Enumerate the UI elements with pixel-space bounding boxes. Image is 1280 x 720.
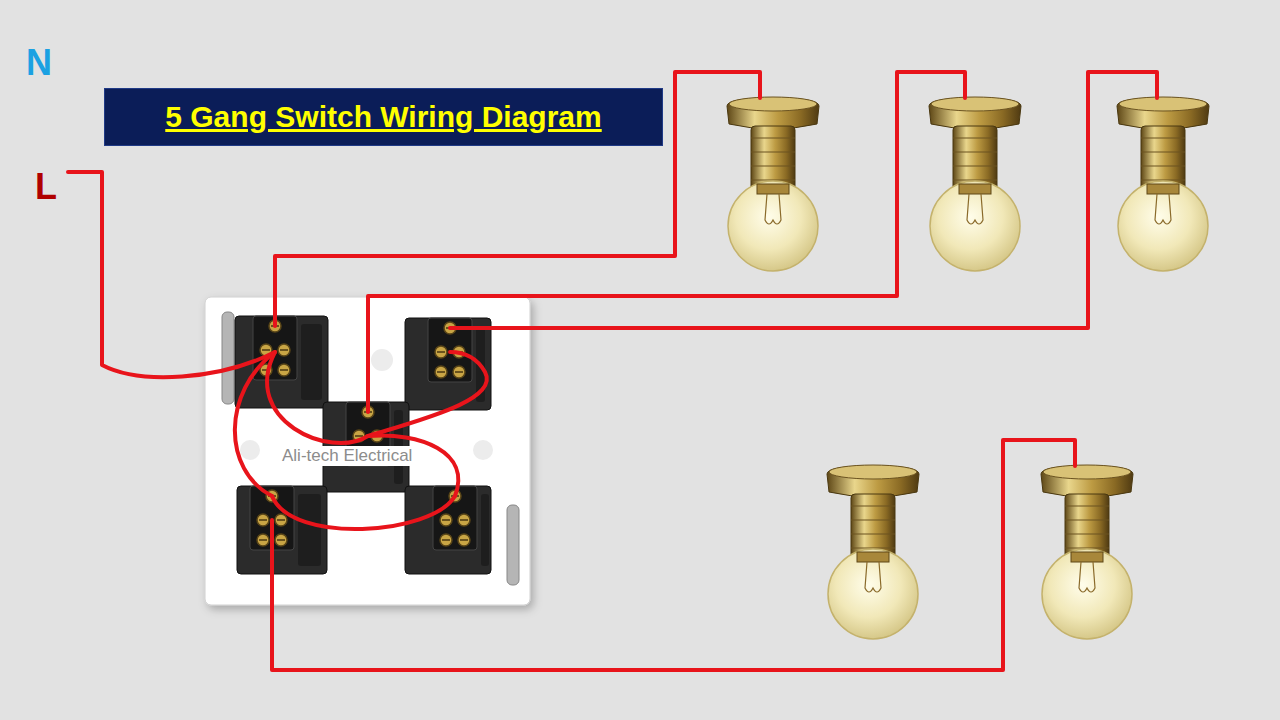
- screw-slot: [259, 519, 267, 521]
- switch-rocker: [481, 494, 489, 566]
- terminal-screw: [257, 534, 269, 546]
- terminal-screw: [278, 344, 290, 356]
- switch-body: [405, 486, 491, 574]
- lamp: [727, 97, 819, 271]
- glass-globe: [828, 549, 918, 639]
- holder-ring: [953, 152, 997, 153]
- neutral-label: N: [24, 42, 54, 84]
- plate-hole: [240, 440, 260, 460]
- terminal-screw: [275, 514, 287, 526]
- screw-slot: [355, 435, 363, 437]
- screw-slot: [280, 369, 288, 371]
- screw-slot: [437, 351, 445, 353]
- lamp-cap: [1071, 552, 1103, 562]
- holder-ring: [751, 166, 795, 167]
- terminal-screw: [453, 366, 465, 378]
- holder-ring: [953, 138, 997, 139]
- holder-ring: [1141, 138, 1185, 139]
- holder-rim: [1043, 465, 1131, 479]
- lamp-holder-base: [1041, 466, 1133, 497]
- filament: [865, 562, 881, 592]
- holder-ring: [1065, 534, 1109, 535]
- glass-globe: [728, 181, 818, 271]
- terminal-screw: [435, 346, 447, 358]
- filament: [967, 194, 983, 224]
- loop-wire: [267, 352, 368, 443]
- holder-ring: [851, 520, 895, 521]
- glass-globe: [1042, 549, 1132, 639]
- lamp-cap: [1147, 184, 1179, 194]
- load-wire: [272, 440, 1075, 670]
- screw-slot: [460, 539, 468, 541]
- glass-globe: [930, 181, 1020, 271]
- filament: [765, 194, 781, 224]
- switch-module: [405, 486, 491, 574]
- holder-ring: [851, 534, 895, 535]
- lamp-cap: [757, 184, 789, 194]
- lamp: [1117, 97, 1209, 271]
- terminal-screw: [435, 366, 447, 378]
- lamp-holder-base: [827, 466, 919, 497]
- terminal-screw: [440, 534, 452, 546]
- diagram-title: 5 Gang Switch Wiring Diagram: [165, 100, 601, 134]
- wires: [68, 72, 1157, 670]
- screw-slot: [259, 539, 267, 541]
- holder-rim: [729, 97, 817, 111]
- switch-module: [237, 486, 327, 574]
- lamp-holder-base: [929, 98, 1021, 129]
- live-wire: [68, 172, 275, 377]
- watermark: Ali-tech Electrical: [280, 446, 414, 466]
- screw-slot: [280, 349, 288, 351]
- holder-ring: [953, 166, 997, 167]
- holder-rim: [829, 465, 917, 479]
- holder-ring: [751, 138, 795, 139]
- lamp-cap: [959, 184, 991, 194]
- plate-hole: [473, 440, 493, 460]
- holder-ring: [1065, 520, 1109, 521]
- terminal-screw: [278, 364, 290, 376]
- terminal-screw: [257, 514, 269, 526]
- switch-body: [237, 486, 327, 574]
- loop-wire: [368, 352, 487, 436]
- screw-slot: [437, 371, 445, 373]
- plate-screw: [507, 505, 519, 585]
- holder-ring: [1065, 506, 1109, 507]
- lamp-holder-base: [727, 98, 819, 129]
- title-banner: 5 Gang Switch Wiring Diagram: [104, 88, 663, 146]
- screw-slot: [262, 349, 270, 351]
- holder-ring: [851, 506, 895, 507]
- switch-rocker: [301, 324, 322, 400]
- holder-ring: [751, 152, 795, 153]
- filament: [1155, 194, 1171, 224]
- screw-slot: [277, 539, 285, 541]
- terminal-screw: [440, 514, 452, 526]
- filament: [1079, 562, 1095, 592]
- plate-hole: [371, 349, 393, 371]
- screw-slot: [277, 519, 285, 521]
- lamp: [827, 465, 919, 639]
- lamp-holder-base: [1117, 98, 1209, 129]
- lamp: [929, 97, 1021, 271]
- glass-globe: [1118, 181, 1208, 271]
- line-label: L: [33, 166, 59, 208]
- loop-wire: [272, 496, 455, 529]
- screw-slot: [442, 539, 450, 541]
- screw-slot: [460, 519, 468, 521]
- plate-screw: [222, 312, 234, 404]
- holder-rim: [931, 97, 1019, 111]
- switch-rocker: [298, 494, 321, 566]
- holder-rim: [1119, 97, 1207, 111]
- terminal-screw: [275, 534, 287, 546]
- lamp: [1041, 465, 1133, 639]
- screw-slot: [442, 519, 450, 521]
- holder-ring: [1141, 152, 1185, 153]
- screw-slot: [455, 371, 463, 373]
- terminal-screw: [458, 514, 470, 526]
- holder-ring: [1141, 166, 1185, 167]
- lamp-cap: [857, 552, 889, 562]
- bulb-group: [727, 97, 1209, 639]
- terminal-screw: [458, 534, 470, 546]
